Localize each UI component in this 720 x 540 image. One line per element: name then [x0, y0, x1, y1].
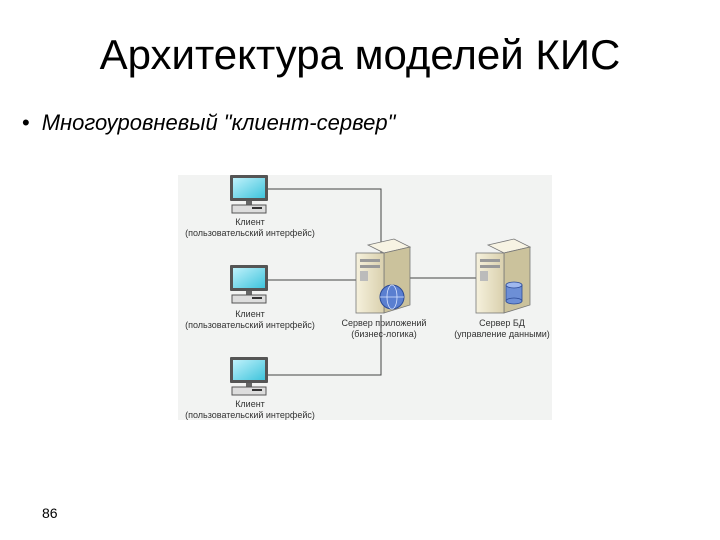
- client-name: Клиент: [235, 399, 265, 409]
- diagram-canvas: [230, 175, 532, 396]
- client-label: Клиент (пользовательский интерфейс): [180, 399, 320, 421]
- server-globe-icon: [355, 238, 412, 314]
- computer-icon: [230, 265, 268, 304]
- connection-lines: [268, 188, 476, 376]
- slide-title: Архитектура моделей КИС: [99, 31, 621, 78]
- db-server-label: Сервер БД (управление данными): [454, 318, 550, 340]
- architecture-diagram: Клиент (пользовательский интерфейс) Клие…: [178, 175, 552, 420]
- client-label: Клиент (пользовательский интерфейс): [180, 309, 320, 331]
- client-role: (пользовательский интерфейс): [185, 410, 315, 420]
- client-role: (пользовательский интерфейс): [185, 228, 315, 238]
- link-client-3: [268, 315, 382, 376]
- server-database-icon: [475, 238, 532, 314]
- computer-icon: [230, 175, 268, 214]
- bullet-marker: •: [22, 110, 30, 135]
- app-server-role: (бизнес-логика): [351, 329, 417, 339]
- db-server-name: Сервер БД: [479, 318, 525, 328]
- bullet-text: Многоуровневый "клиент-сервер": [41, 110, 396, 135]
- page-number: 86: [42, 505, 58, 521]
- computer-icon: [230, 357, 268, 396]
- client-role: (пользовательский интерфейс): [185, 320, 315, 330]
- client-label: Клиент (пользовательский интерфейс): [180, 217, 320, 239]
- client-name: Клиент: [235, 217, 265, 227]
- app-server-name: Сервер приложений: [341, 318, 427, 328]
- client-name: Клиент: [235, 309, 265, 319]
- app-server-label: Сервер приложений (бизнес-логика): [334, 318, 434, 340]
- link-client-1: [268, 188, 382, 255]
- bullet-item: • Многоуровневый "клиент-сервер": [22, 110, 395, 136]
- db-server-role: (управление данными): [454, 329, 550, 339]
